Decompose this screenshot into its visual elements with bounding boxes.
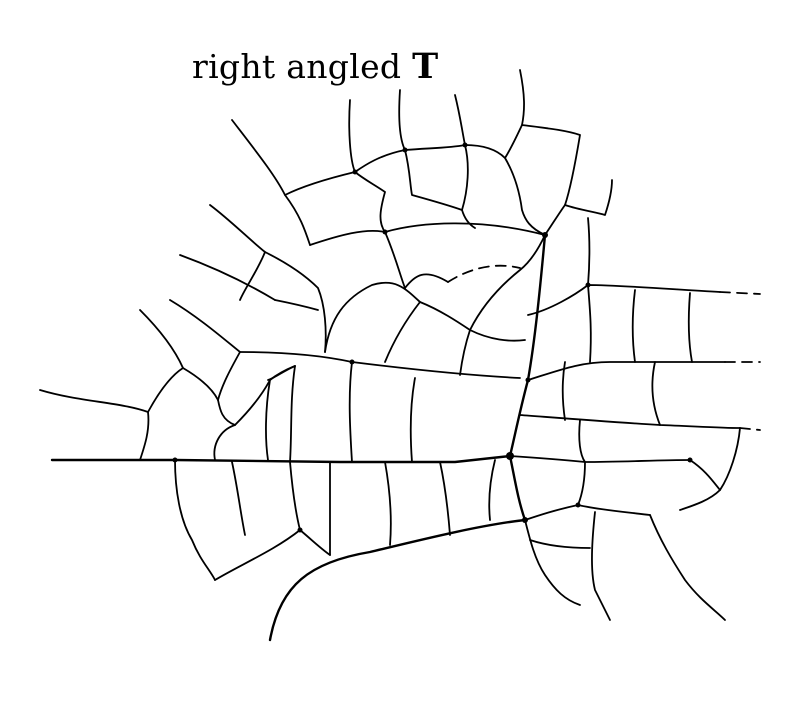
lower-right-crack-7 [591,511,611,621]
caption-letter: T [412,46,439,87]
junction-dot [349,359,355,365]
right-crack-2 [527,361,726,381]
right-crack-7 [561,361,566,421]
fan-crack-4 [169,299,241,401]
upper-crack-9 [521,124,581,206]
upper-crack-5 [454,94,476,229]
arc-crack-8 [459,329,471,376]
main-horizontal-crack [50,454,512,464]
upper-crack-4 [354,149,406,173]
right-crack-dashed-1 [719,291,761,295]
arc-crack-1 [324,281,421,353]
block-edge-3 [264,251,327,353]
upper-crack-7 [504,69,525,159]
lower-right-crack-5 [719,427,741,491]
figure-caption: right angled T [192,46,438,87]
junction-dot [585,282,591,288]
fan-crack-6 [209,204,266,301]
junction-dot [575,502,581,508]
junction-dot [402,147,408,153]
right-crack-3 [519,414,741,429]
block-edge-5 [265,379,271,461]
fan-crack-3 [139,309,184,369]
block-edge-2 [234,365,296,426]
junction-dot [172,457,178,463]
arc-crack-6 [351,361,521,379]
bottom-crack-1 [174,459,216,581]
right-crack-4 [587,284,592,363]
upper-crack-3 [398,89,463,211]
upper-crack-2 [284,171,356,196]
center-crack-3 [409,377,416,463]
upper-crack-6 [404,144,466,151]
upper-crack-12 [587,217,591,286]
lower-right-crack-3 [524,504,651,521]
caption-text: right angled [192,47,413,86]
right-crack-1 [527,284,721,316]
junction-dot [382,229,388,235]
arc-crack-3 [419,234,546,331]
arc-crack-9 [469,329,526,342]
right-crack-6 [687,292,693,363]
bottom-crack-7 [439,461,451,536]
bottom-crack-8 [488,459,496,521]
center-crack-1 [289,365,296,463]
main-junction-dot [506,452,514,460]
lower-right-crack-4 [679,459,721,511]
junction-dot [352,169,358,175]
center-crack-2 [348,361,353,463]
arc-crack-4 [384,222,546,236]
junction-dot [687,457,693,463]
lower-right-crack-9 [524,519,581,606]
main-vertical-crack [508,233,547,458]
upper-crack-11 [544,204,566,236]
bottom-crack-3 [231,461,246,536]
fan-crack-8 [239,351,353,363]
junction-dot [462,142,468,148]
upper-crack-10 [564,179,613,216]
bottom-crack-6 [384,461,392,546]
fan-crack-1 [39,389,150,461]
fan-crack-5 [179,254,276,301]
lower-right-crack-6 [649,514,726,621]
arc-crack-2 [309,229,406,289]
right-crack-dashed-3 [739,427,761,431]
fan-crack-2 [147,367,219,413]
block-edge-1 [213,399,236,461]
fan-crack-7 [231,119,311,246]
block-edge-4 [274,299,319,311]
upper-crack-8 [464,144,546,236]
lower-right-crack-8 [529,539,591,549]
bottom-crack-4 [289,461,331,556]
junction-dot [297,527,303,533]
junction-dot [525,377,531,383]
junction-dot [522,517,528,523]
lower-right-crack-1 [509,455,691,463]
lower-boundary-crack [268,454,527,642]
junction-dot [542,232,548,238]
bottom-crack-2 [214,529,301,581]
upper-crack-1 [348,99,386,233]
right-crack-8 [651,361,661,426]
right-crack-5 [631,289,636,363]
arc-crack-5 [404,273,449,289]
lower-right-crack-2 [577,419,586,506]
arc-crack-7 [384,301,421,363]
arc-crack-dashed [447,264,521,283]
center-crack-4 [267,365,296,381]
